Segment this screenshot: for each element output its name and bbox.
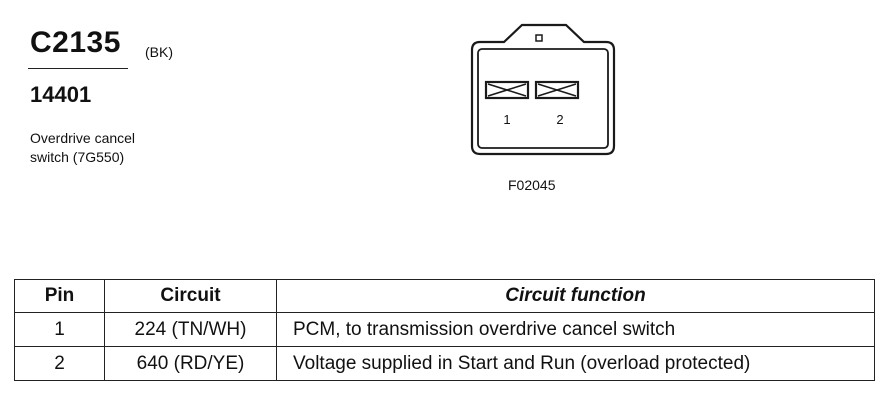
connector-id: C2135 bbox=[30, 26, 121, 59]
pinout-table: Pin Circuit Circuit function 1 224 (TN/W… bbox=[14, 279, 875, 381]
description-line: Overdrive cancel bbox=[30, 130, 136, 146]
description-line: switch (7G550) bbox=[30, 149, 125, 165]
header-circuit: Circuit bbox=[104, 279, 277, 313]
pin-cell: 2 bbox=[14, 346, 105, 381]
latch-notch bbox=[535, 34, 543, 42]
table-row: 2 640 (RD/YE) Voltage supplied in Start … bbox=[14, 346, 875, 381]
table-header-row: Pin Circuit Circuit function bbox=[14, 279, 875, 313]
pin-label-2: 2 bbox=[556, 112, 563, 127]
connector-housing bbox=[470, 23, 616, 156]
terminal-2-icon bbox=[534, 80, 580, 100]
figure-id: F02045 bbox=[508, 177, 556, 193]
title-underline bbox=[28, 68, 128, 69]
pin-label-1: 1 bbox=[503, 112, 510, 127]
connector-face-svg: 1 2 bbox=[470, 23, 616, 156]
connector-face-diagram: 1 2 bbox=[470, 22, 620, 162]
table-row: 1 224 (TN/WH) PCM, to transmission overd… bbox=[14, 312, 875, 347]
header-circuit-function: Circuit function bbox=[276, 279, 875, 313]
part-number: 14401 bbox=[30, 82, 92, 107]
color-code: (BK) bbox=[145, 44, 173, 60]
terminal-1-icon bbox=[484, 80, 530, 100]
function-cell: Voltage supplied in Start and Run (overl… bbox=[276, 346, 875, 381]
function-cell: PCM, to transmission overdrive cancel sw… bbox=[276, 312, 875, 347]
header-pin: Pin bbox=[14, 279, 105, 313]
connector-description: Overdrive cancel switch (7G550) bbox=[30, 129, 135, 167]
circuit-cell: 224 (TN/WH) bbox=[104, 312, 277, 347]
connector-inner-wall bbox=[477, 48, 609, 149]
circuit-cell: 640 (RD/YE) bbox=[104, 346, 277, 381]
pin-cell: 1 bbox=[14, 312, 105, 347]
